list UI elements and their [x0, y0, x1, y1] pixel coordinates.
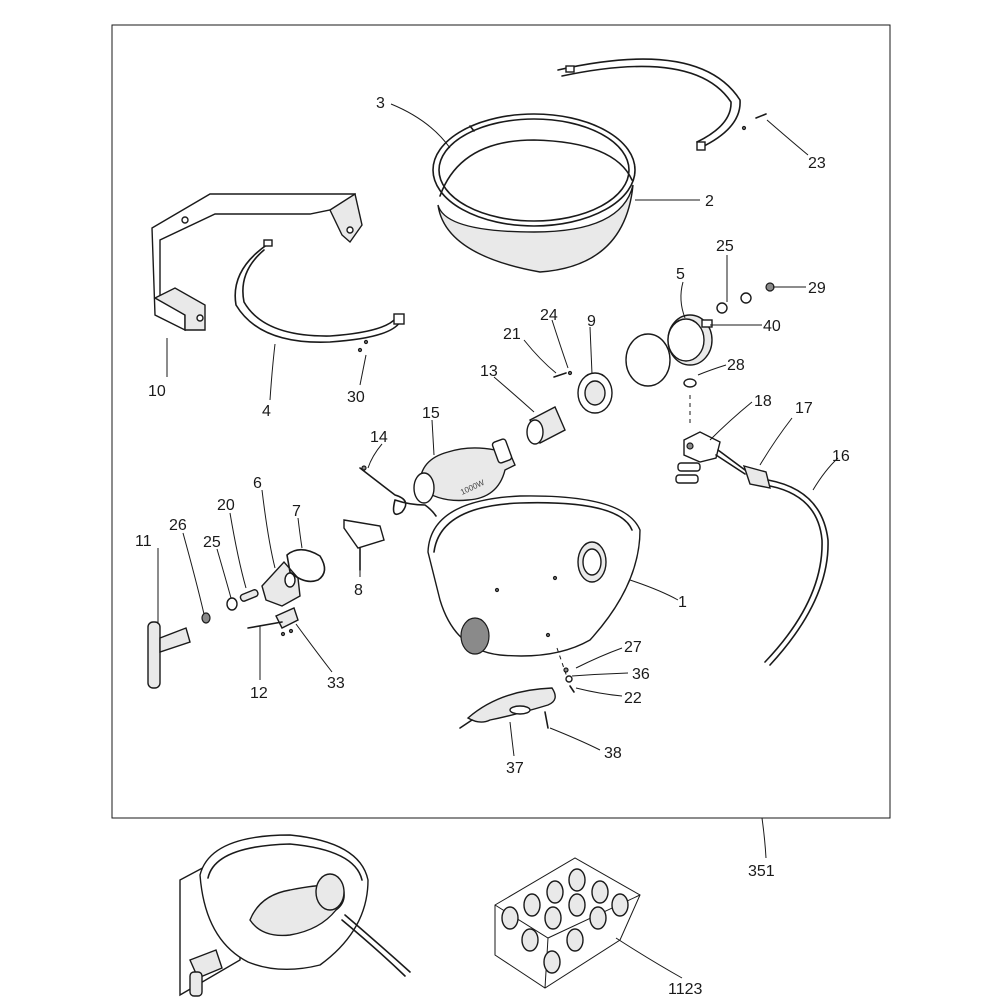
part-5-socket-housing [625, 282, 775, 387]
part-1-reflector-bowl [427, 495, 641, 657]
part-28-ring [683, 378, 697, 388]
callout-6: 6 [253, 475, 262, 492]
part-23-wire-bail [557, 58, 767, 151]
part-7-gasket [286, 548, 326, 583]
part-13-sleeve [526, 406, 566, 445]
part-10-mounting-bracket [151, 192, 363, 332]
part-22-screw-set [556, 647, 575, 693]
callout-13: 13 [480, 363, 498, 380]
callout-27: 27 [624, 639, 642, 656]
part-33-plate [275, 607, 299, 637]
callout-24: 24 [540, 307, 558, 324]
part-6-knuckle [261, 560, 301, 607]
callout-16: 16 [832, 448, 850, 465]
part-15-lamp-bulb: 1000W [413, 438, 516, 504]
callout-22: 22 [624, 690, 642, 707]
callout-17: 17 [795, 400, 813, 417]
callout-28: 28 [727, 357, 745, 374]
part-2-glass-lens [437, 139, 634, 273]
callout-20: 20 [217, 497, 235, 514]
callout-12: 12 [250, 685, 268, 702]
callout-36: 36 [632, 666, 650, 683]
callout-15: 15 [422, 405, 440, 422]
part-4-wire-bail [234, 239, 405, 353]
part-17-cable-gland [742, 464, 771, 489]
callout-25-left: 25 [203, 534, 221, 551]
callout-23: 23 [808, 155, 826, 172]
lamp-carton-1123 [494, 857, 641, 989]
callout-8: 8 [354, 582, 363, 599]
carton-bulbs [501, 868, 629, 974]
part-11-pivot-pin [147, 621, 191, 689]
callout-25-top: 25 [716, 238, 734, 255]
part-37-bottom-cover [459, 687, 556, 729]
part-14-spring-clip [359, 465, 437, 517]
callout-1: 1 [678, 594, 687, 611]
part-26-nut [201, 612, 211, 624]
part-8-clip [343, 519, 385, 571]
part-25-washer [226, 597, 238, 611]
callout-26: 26 [169, 517, 187, 534]
callout-18: 18 [754, 393, 772, 410]
callout-10: 10 [148, 383, 166, 400]
part-18-socket [675, 431, 746, 484]
assembly-frame [111, 24, 891, 819]
callout-351: 351 [748, 863, 775, 880]
callout-14: 14 [370, 429, 388, 446]
part-16-cable [764, 479, 829, 666]
callout-7: 7 [292, 503, 301, 520]
part-12-pin [247, 621, 283, 629]
callout-29: 29 [808, 280, 826, 297]
part-9-lamp-flange [553, 370, 613, 414]
callout-3: 3 [376, 95, 385, 112]
callout-1123: 1123 [668, 981, 703, 998]
callout-2: 2 [705, 193, 714, 210]
assembled-fixture-351 [179, 834, 411, 997]
callout-9: 9 [587, 313, 596, 330]
leader-lines [157, 103, 839, 979]
callout-30: 30 [347, 389, 365, 406]
callout-38: 38 [604, 745, 622, 762]
callout-33: 33 [327, 675, 345, 692]
callout-11: 11 [135, 533, 152, 550]
callout-37: 37 [506, 760, 524, 777]
part-20-stud [239, 589, 259, 602]
callout-labels: 3 2 23 25 5 29 40 28 18 17 16 24 9 21 13… [135, 95, 850, 998]
callout-4: 4 [262, 403, 271, 420]
part-3-clamp-ring [432, 113, 636, 227]
callout-40: 40 [763, 318, 781, 335]
callout-5: 5 [676, 266, 685, 283]
callout-21: 21 [503, 326, 521, 343]
